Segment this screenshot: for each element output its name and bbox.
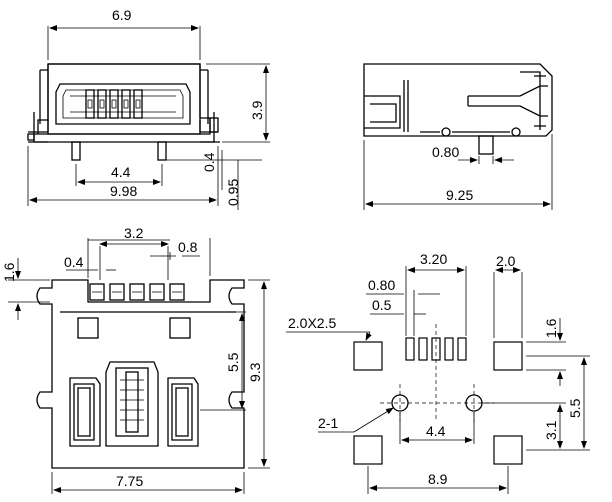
pad-lower-right (493, 435, 523, 465)
top-tab-height-label: 1.6 (1, 262, 17, 282)
fp-pad-h-label: 1.6 (543, 318, 559, 338)
fp-pad-w-label: 2.0 (496, 253, 516, 269)
fp-pad-width-label: 0.80 (368, 277, 395, 293)
front-pins (85, 89, 143, 119)
pad-upper-left (353, 341, 383, 371)
side-length-label: 9.25 (446, 187, 473, 203)
front-pin-spacing-label: 4.4 (111, 164, 131, 180)
top-pins (89, 283, 185, 301)
top-body-width-label: 7.75 (116, 473, 143, 489)
front-total-width-label: 9.98 (110, 183, 137, 199)
side-view: 0.80 9.25 (363, 63, 553, 210)
top-pin-span-label: 3.2 (124, 225, 144, 241)
top-view: 3.2 0.8 0.4 1.6 5.5 9.3 7.75 (1, 225, 270, 494)
pad-lower-left (353, 435, 383, 465)
footprint-view: 3.20 0.80 0.5 2.0X2.5 2.0 1.6 5.5 3.1 4.… (286, 251, 590, 494)
front-view: 6.9 3.9 4.4 9.98 0.4 0.95 (27, 7, 270, 210)
front-offset-a-label: 0.4 (201, 152, 217, 172)
front-width-label: 6.9 (112, 7, 132, 23)
top-pin-pitch-label: 0.8 (178, 239, 198, 255)
fp-pad-span-label: 3.20 (420, 251, 447, 267)
fp-hole-label: 2-1 (318, 415, 338, 431)
fp-pad-size-label: 2.0X2.5 (288, 315, 336, 331)
front-offset-b-label: 0.95 (225, 179, 241, 206)
top-pin-width-label: 0.4 (64, 254, 84, 270)
pad-upper-right (493, 341, 523, 371)
fp-outer-span-label: 8.9 (428, 471, 448, 487)
fp-hole-offset-label: 3.1 (543, 420, 559, 440)
fp-hole-spacing-label: 4.4 (426, 423, 446, 439)
side-pin-width-label: 0.80 (432, 144, 459, 160)
fp-pad-gap-label: 5.5 (567, 398, 583, 418)
top-hole-span-label: 5.5 (225, 352, 241, 372)
top-depth-label: 9.3 (247, 362, 263, 382)
fp-slot-width-label: 0.5 (372, 297, 392, 313)
front-height-label: 3.9 (249, 100, 265, 120)
